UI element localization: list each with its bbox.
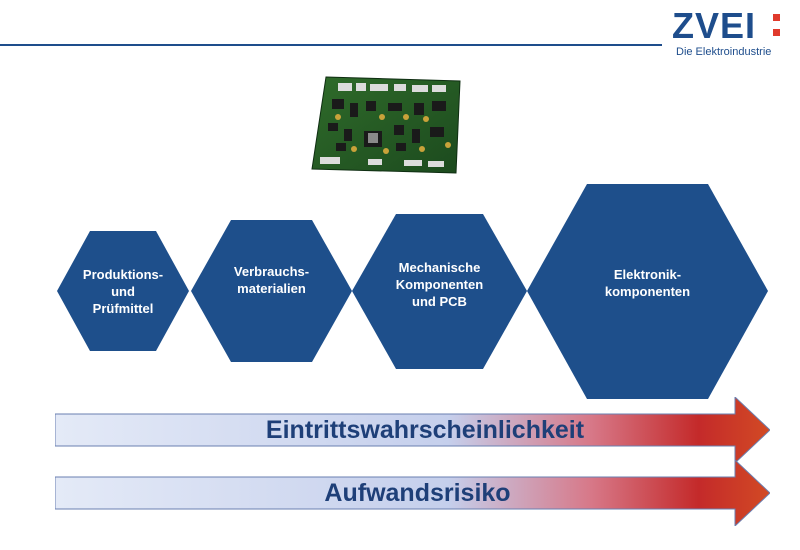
hexagon-electronic-components: Elektronik- komponenten [527, 184, 768, 399]
hexagon-shape [57, 231, 189, 351]
pcb-image [311, 76, 461, 174]
hexagon-shape [352, 214, 527, 369]
logo-wordmark: ZVEI [672, 5, 757, 46]
hexagon-consumables: Verbrauchs- materialien [191, 220, 352, 362]
hexagon-label: Mechanische Komponenten und PCB [395, 260, 484, 309]
hexagon-label: Produktions- und Prüfmittel [82, 266, 164, 316]
hexagon-label: Verbrauchs- materialien [233, 264, 310, 296]
arrow-label: Eintrittswahrscheinlichkeit [265, 415, 585, 444]
zvei-logo: ZVEI Die Elektroindustrie [672, 6, 792, 62]
logo-colon-mark [773, 14, 781, 38]
arrow-probability: Eintrittswahrscheinlichkeit [55, 397, 770, 463]
logo-tagline: Die Elektroindustrie [676, 46, 772, 58]
header-rule [0, 44, 662, 46]
hexagon-production-test-equipment: Produktions- und Prüfmittel [57, 231, 189, 351]
arrow-effort-risk: Aufwandsrisiko [55, 460, 770, 526]
hexagon-mechanical-components: Mechanische Komponenten und PCB [352, 214, 527, 369]
arrow-label: Aufwandsrisiko [324, 478, 511, 507]
hexagon-shape [191, 220, 352, 362]
hexagon-label: Elektronik- komponenten [604, 266, 691, 299]
hexagon-shape [527, 184, 768, 399]
